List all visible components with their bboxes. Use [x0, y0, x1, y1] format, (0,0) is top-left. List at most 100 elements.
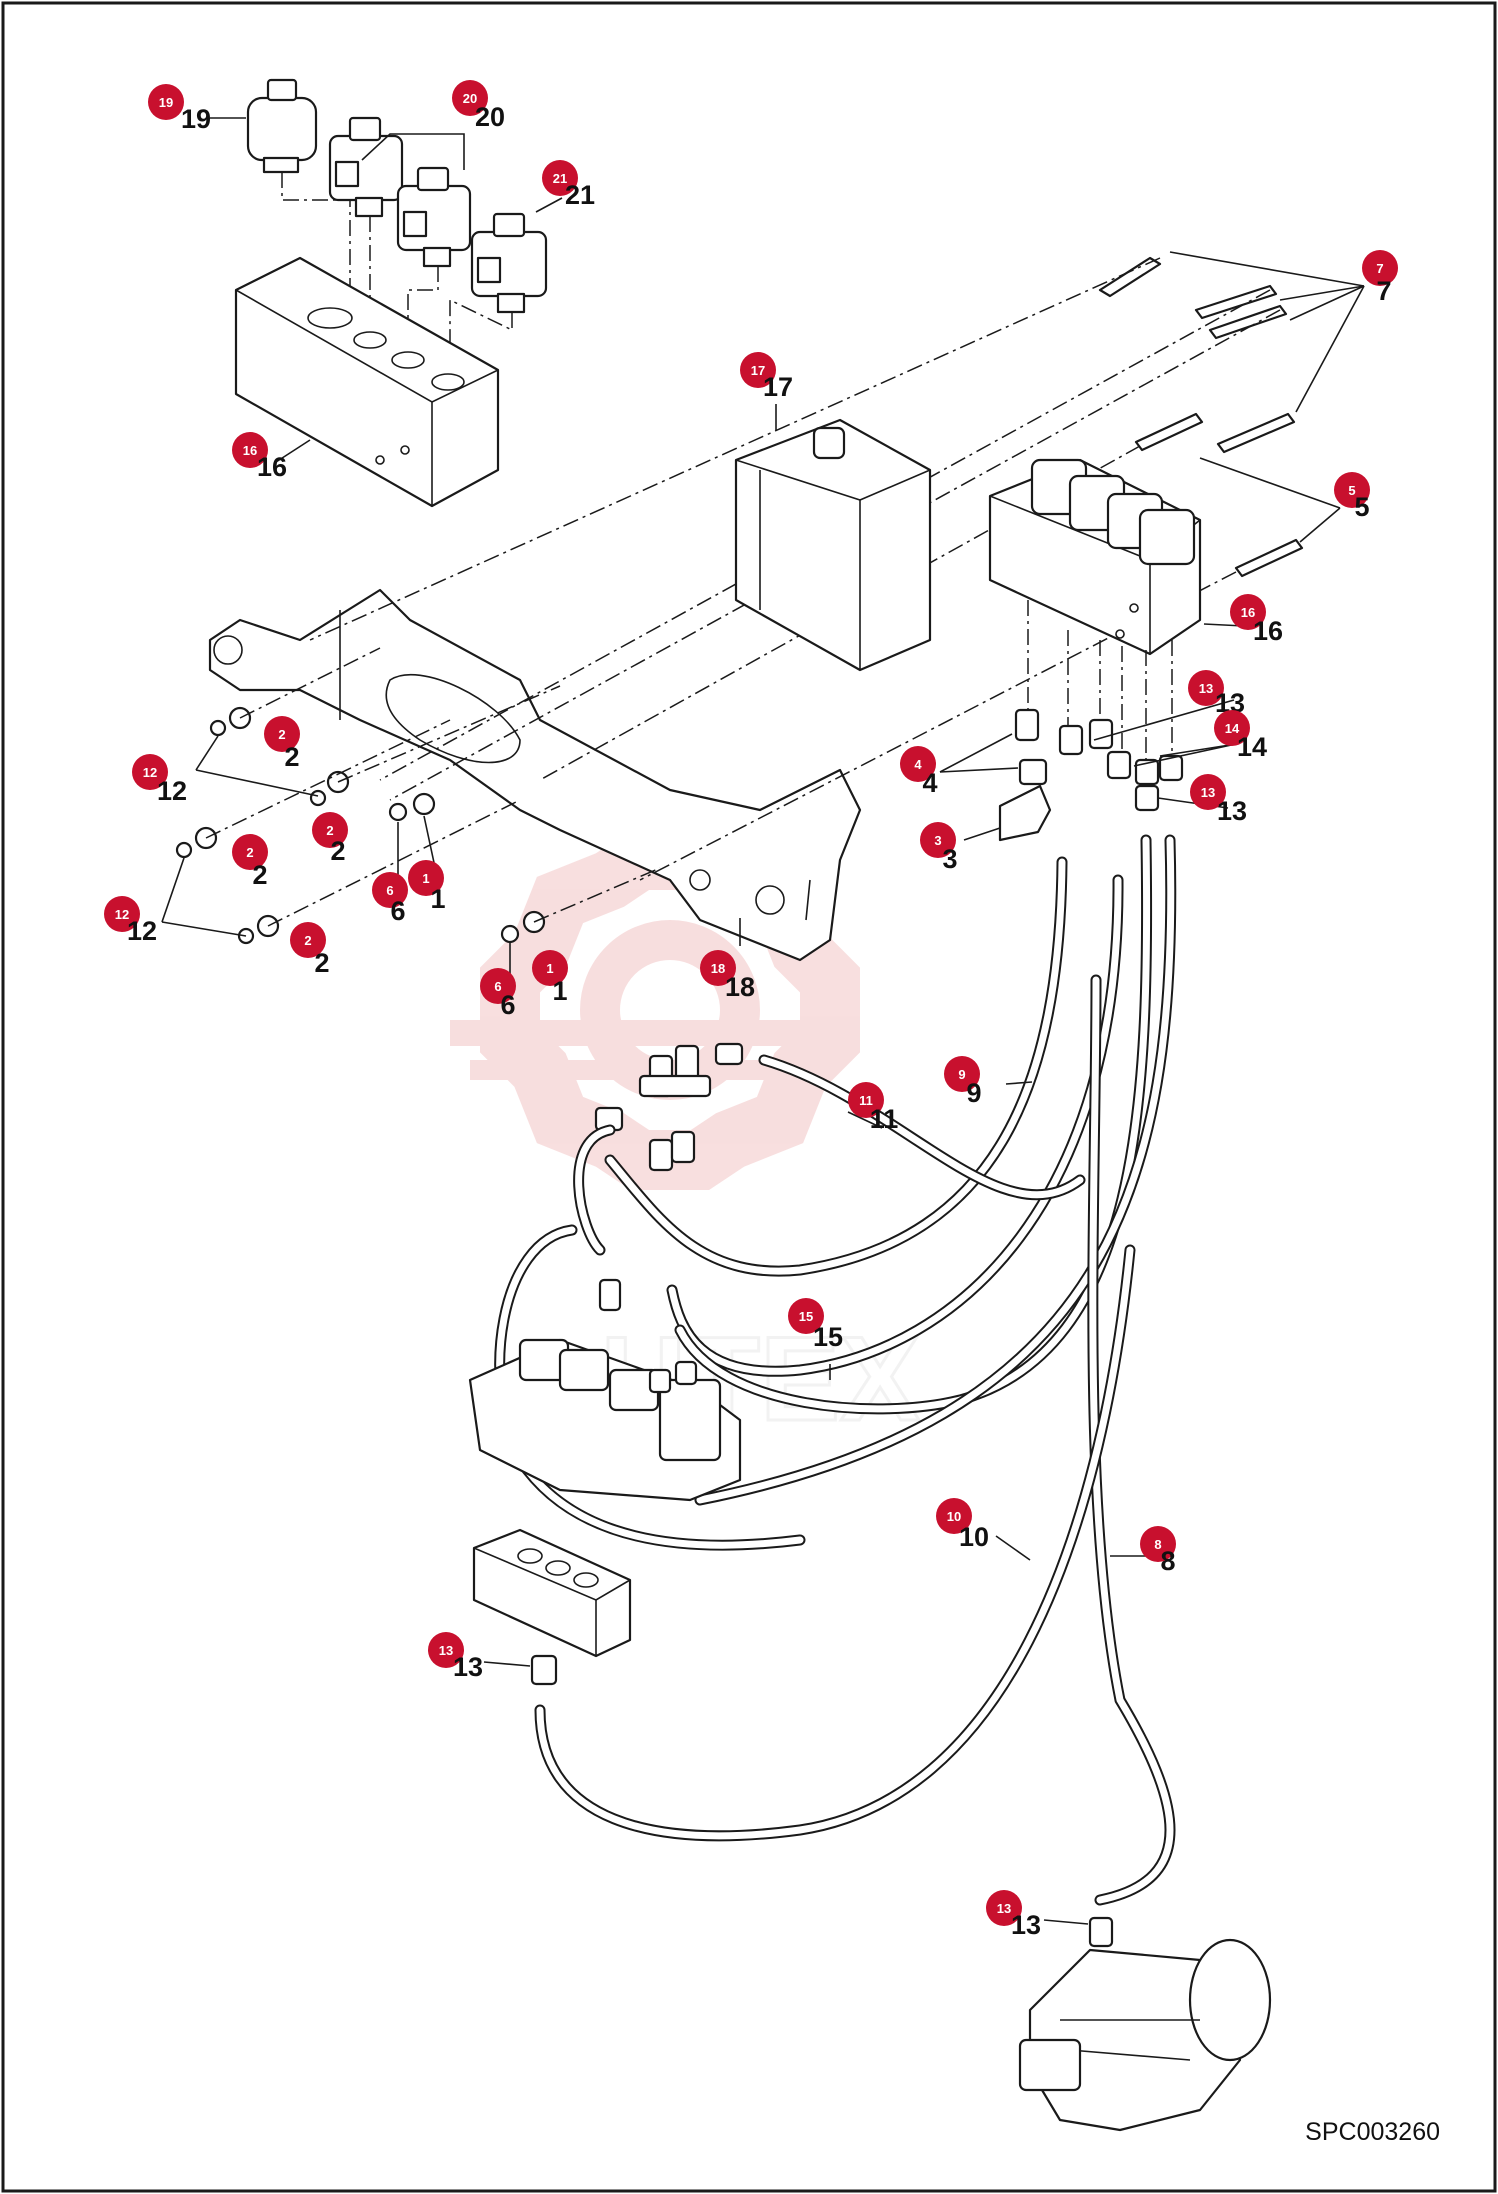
- callout-2-a[interactable]: 22: [264, 716, 300, 772]
- svg-text:13: 13: [997, 1901, 1011, 1916]
- svg-text:12: 12: [157, 776, 187, 806]
- svg-text:16: 16: [1253, 616, 1283, 646]
- fittings-upper: [998, 708, 1184, 842]
- svg-text:9: 9: [958, 1067, 965, 1082]
- svg-text:15: 15: [813, 1322, 843, 1352]
- svg-text:18: 18: [711, 961, 725, 976]
- callout-3[interactable]: 33: [920, 822, 958, 874]
- svg-text:10: 10: [959, 1522, 989, 1552]
- svg-text:6: 6: [500, 990, 515, 1020]
- callout-6-a[interactable]: 66: [372, 872, 408, 926]
- svg-text:2: 2: [252, 860, 267, 890]
- callout-9[interactable]: 99: [944, 1056, 982, 1108]
- svg-text:8: 8: [1160, 1546, 1175, 1576]
- svg-text:12: 12: [115, 907, 129, 922]
- svg-text:6: 6: [390, 896, 405, 926]
- svg-text:8: 8: [1154, 1537, 1161, 1552]
- callout-5[interactable]: 55: [1334, 472, 1370, 522]
- svg-text:16: 16: [243, 443, 257, 458]
- manifold-block: [472, 1528, 632, 1686]
- svg-text:14: 14: [1225, 721, 1240, 736]
- svg-text:3: 3: [934, 833, 941, 848]
- long-bolts-5: [1134, 412, 1304, 578]
- svg-text:17: 17: [751, 363, 765, 378]
- callout-8[interactable]: 88: [1140, 1526, 1176, 1576]
- travel-motor: [1018, 1916, 1272, 2132]
- callout-4[interactable]: 44: [900, 746, 938, 798]
- callout-2-d[interactable]: 22: [290, 922, 330, 978]
- callout-6-b[interactable]: 66: [480, 968, 516, 1020]
- svg-text:4: 4: [914, 757, 922, 772]
- svg-text:6: 6: [494, 979, 501, 994]
- svg-text:13: 13: [453, 1652, 483, 1682]
- mounting-bracket-18: [208, 588, 862, 962]
- drawing-code: SPC003260: [1305, 2118, 1440, 2146]
- valve-block-17: [734, 418, 932, 672]
- svg-text:10: 10: [947, 1509, 961, 1524]
- svg-text:9: 9: [966, 1078, 981, 1108]
- solenoid-valve-20b: [396, 166, 472, 268]
- svg-text:21: 21: [565, 180, 595, 210]
- svg-text:5: 5: [1354, 492, 1369, 522]
- solenoid-valve-19: [246, 78, 318, 174]
- svg-text:2: 2: [330, 836, 345, 866]
- svg-text:13: 13: [1201, 785, 1215, 800]
- callout-1-b[interactable]: 11: [532, 950, 568, 1006]
- svg-text:13: 13: [1199, 681, 1213, 696]
- svg-text:12: 12: [127, 916, 157, 946]
- svg-text:2: 2: [326, 823, 333, 838]
- tee-fittings: [594, 1042, 744, 1172]
- svg-text:15: 15: [799, 1309, 813, 1324]
- svg-text:5: 5: [1348, 483, 1355, 498]
- svg-text:2: 2: [304, 933, 311, 948]
- svg-text:4: 4: [922, 768, 937, 798]
- control-valve-bank: [468, 1278, 742, 1502]
- svg-text:19: 19: [159, 95, 173, 110]
- valve-block-16-top: [234, 256, 500, 508]
- svg-text:19: 19: [181, 104, 211, 134]
- callout-1-a[interactable]: 11: [408, 860, 446, 914]
- svg-text:14: 14: [1237, 732, 1267, 762]
- svg-text:21: 21: [553, 171, 567, 186]
- svg-text:11: 11: [870, 1104, 899, 1134]
- svg-text:16: 16: [1241, 605, 1255, 620]
- svg-text:1: 1: [422, 871, 429, 886]
- svg-text:20: 20: [463, 91, 477, 106]
- svg-text:20: 20: [475, 102, 505, 132]
- svg-text:6: 6: [386, 883, 393, 898]
- svg-text:17: 17: [763, 372, 793, 402]
- svg-text:7: 7: [1376, 276, 1391, 306]
- callout-7[interactable]: 77: [1362, 250, 1398, 306]
- svg-text:1: 1: [552, 976, 567, 1006]
- solenoid-valve-20a: [328, 116, 404, 218]
- svg-text:2: 2: [246, 845, 253, 860]
- svg-text:13: 13: [1217, 796, 1247, 826]
- svg-text:2: 2: [284, 742, 299, 772]
- leader-lines: [161, 117, 1365, 1925]
- callout-2-b[interactable]: 22: [312, 812, 348, 866]
- svg-text:13: 13: [1011, 1910, 1041, 1940]
- svg-text:16: 16: [257, 452, 287, 482]
- solenoid-valve-21: [470, 212, 548, 314]
- valve-block-16-right: [988, 458, 1202, 656]
- callout-2-c[interactable]: 22: [232, 834, 268, 890]
- svg-text:11: 11: [859, 1093, 873, 1108]
